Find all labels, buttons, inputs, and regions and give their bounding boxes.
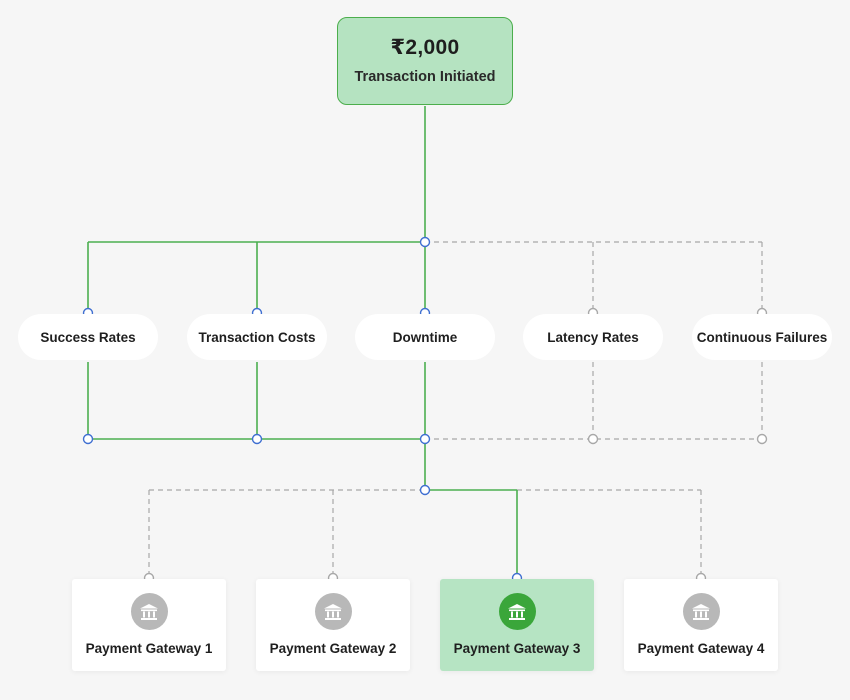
factor-downtime[interactable]: Downtime <box>355 314 495 360</box>
gateway-card-1[interactable]: Payment Gateway 1 <box>72 579 226 671</box>
gateway-card-2[interactable]: Payment Gateway 2 <box>256 579 410 671</box>
factor-continuous-failures[interactable]: Continuous Failures <box>692 314 832 360</box>
gateway-card-3[interactable]: Payment Gateway 3 <box>440 579 594 671</box>
connector-dot <box>251 433 263 445</box>
factor-label: Success Rates <box>40 329 136 345</box>
factor-label: Continuous Failures <box>696 329 828 345</box>
connector-dot <box>419 484 431 496</box>
bank-glyph <box>692 603 710 620</box>
gateway-label: Payment Gateway 4 <box>637 641 765 656</box>
connector-dot <box>82 433 94 445</box>
transaction-title: Transaction Initiated <box>354 69 496 85</box>
factor-success-rates[interactable]: Success Rates <box>18 314 158 360</box>
bank-icon <box>314 593 352 630</box>
bank-icon <box>498 593 536 630</box>
factor-label: Downtime <box>392 329 458 345</box>
bank-icon <box>682 593 720 630</box>
factor-transaction-costs[interactable]: Transaction Costs <box>187 314 327 360</box>
connector-dot <box>419 433 431 445</box>
bank-glyph <box>508 603 526 620</box>
bank-glyph <box>324 603 342 620</box>
connector-dot <box>587 433 599 445</box>
transaction-initiated-node[interactable]: ₹2,000 Transaction Initiated <box>337 17 513 105</box>
gateway-label: Payment Gateway 1 <box>85 641 213 656</box>
connector-dot <box>419 236 431 248</box>
gateway-card-4[interactable]: Payment Gateway 4 <box>624 579 778 671</box>
gateway-label: Payment Gateway 2 <box>269 641 397 656</box>
factor-label: Transaction Costs <box>198 329 316 345</box>
bank-icon <box>130 593 168 630</box>
factor-label: Latency Rates <box>547 329 639 345</box>
transaction-amount: ₹2,000 <box>390 36 460 59</box>
gateway-label: Payment Gateway 3 <box>453 641 581 656</box>
connector-dot <box>756 433 768 445</box>
bank-glyph <box>140 603 158 620</box>
factor-latency-rates[interactable]: Latency Rates <box>523 314 663 360</box>
